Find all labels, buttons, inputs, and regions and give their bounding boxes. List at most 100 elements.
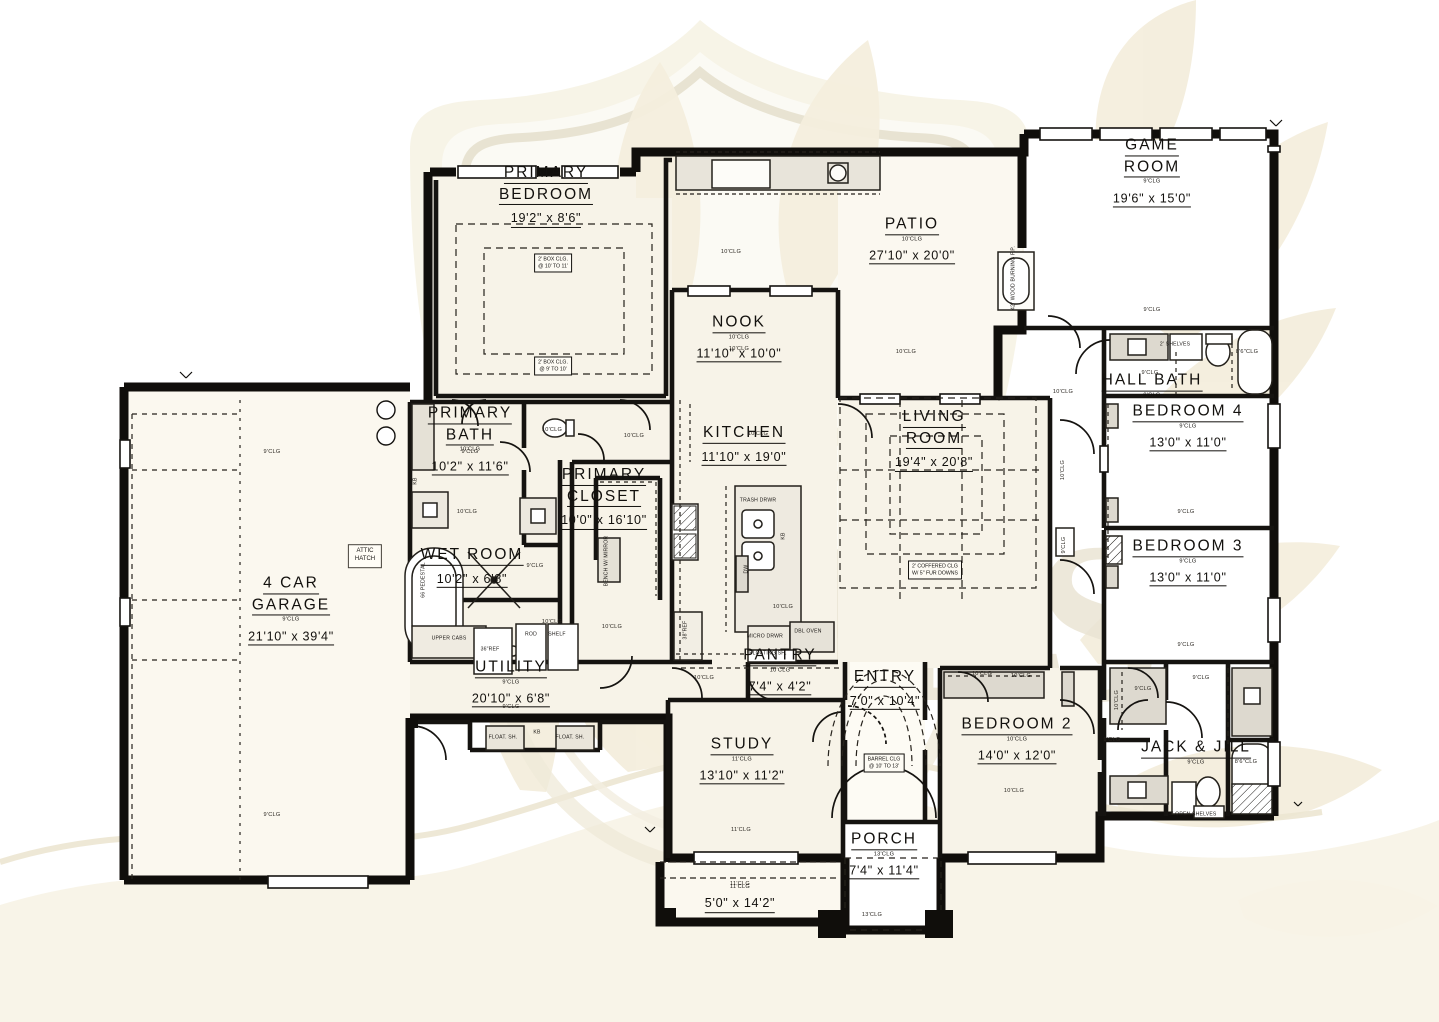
room-ceiling-note: 11'CLG	[729, 884, 751, 891]
room-dimension: 14'0" x 12'0"	[977, 748, 1057, 765]
fixture-label-open-shelves: 24" OPEN SHELVES	[1165, 811, 1217, 818]
callout-line-1: BARREL CLG	[867, 755, 901, 762]
ceiling-note-clg-closet: 10'CLG	[601, 624, 623, 630]
room-name: HALL BATH	[1101, 372, 1203, 392]
room-name: 4 CAR	[263, 575, 319, 595]
fixture-label-micro-drawer: MICRO DRWR	[746, 633, 784, 640]
fixture-label-dishwasher: DW	[743, 564, 750, 574]
ceiling-callout-entry-barrel-clg: BARREL CLG@ 10' TO 13'	[863, 753, 905, 773]
callout-line-2: @ 10' TO 13'	[868, 763, 900, 769]
ceiling-note-clg-utility: 9'CLG	[502, 704, 520, 710]
room-dimension: 7'4" x 4'2"	[748, 679, 812, 696]
room-name-line2: ROOM	[905, 430, 963, 450]
fixture-label-primary-bath-kb: KB	[412, 477, 419, 485]
ceiling-callout-primary-box-clg-upper: 2' BOX CLG.@ 10' TO 11'	[534, 253, 572, 273]
room-name: BEDROOM 2	[961, 716, 1073, 736]
room-ceiling-note: 9'CLG	[1143, 178, 1161, 185]
room-name-line2: BEDROOM	[498, 186, 594, 206]
ceiling-note-clg-nook: 10'CLG	[728, 346, 750, 352]
room-name: STUDY	[710, 736, 774, 756]
room-name: ENTRY	[853, 668, 917, 688]
ceiling-note-clg-patio-left: 10'CLG	[720, 249, 742, 255]
room-dimension: 11'10" x 19'0"	[701, 450, 787, 467]
ceiling-note-clg-game: 9'CLG	[1143, 307, 1161, 313]
callout-line-2: @ 10' TO 11'	[538, 263, 568, 269]
room-dimension: 13'0" x 11'0"	[1149, 570, 1227, 587]
ceiling-note-clg-hall-3: 10'CLG	[693, 675, 715, 681]
room-name: WET ROOM	[420, 546, 524, 566]
room-ceiling-note: 10'CLG	[1006, 736, 1028, 743]
fixture-label-float-shelf-right: FLOAT. SH.	[555, 734, 585, 741]
room-name-line2: ROOM	[1123, 158, 1181, 178]
callout-line-2: W/ 5" FUR DOWNS	[912, 570, 958, 576]
fixture-label-island-kb: KB	[780, 532, 787, 540]
ceiling-note-clg-wetroom: 9'CLG	[526, 563, 544, 569]
ceiling-note-clg-bed2: 10'CLG	[1003, 788, 1025, 794]
fixture-label-float-shelf-left: FLOAT. SH.	[488, 734, 518, 741]
ceiling-note-clg-patio-mid: 10'CLG	[895, 349, 917, 355]
room-ceiling-note: 9'CLG	[502, 679, 520, 686]
room-name-line2: CLOSET	[566, 488, 641, 508]
room-dimension: 13'10" x 11'2"	[699, 768, 785, 785]
fixture-label-utility-kb: KB	[533, 729, 541, 736]
ceiling-note-clg-jj-2: 9'CLG	[1192, 675, 1210, 681]
callout-line-1: 2' BOX CLG.	[538, 255, 568, 262]
room-name: UTILITY	[475, 659, 547, 679]
fixture-label-bench-mirror: BENCH W/ MIRROR	[603, 535, 610, 587]
ceiling-note-clg-bed4: 9'CLG	[1177, 509, 1195, 515]
ceiling-note-clg-primarybath: 10'CLG	[456, 509, 478, 515]
room-ceiling-note: 9'CLG	[1179, 558, 1197, 565]
ceiling-note-clg-kitchen: 10'CLG	[772, 604, 794, 610]
ceiling-note-clg-jj-1: 9'CLG	[1134, 686, 1152, 692]
ceiling-note-clg-bed4-closet: 9'CLG	[1061, 536, 1067, 554]
room-dimension: 19'4" x 20'8"	[894, 456, 974, 473]
room-ceiling-note: 13'CLG	[873, 851, 895, 858]
electrical-symbols	[376, 400, 396, 446]
ceiling-note-clg-bed3: 9'CLG	[1177, 642, 1195, 648]
ceiling-note-clg-study: 11'CLG	[731, 827, 751, 833]
fixture-label-trash-drawer: TRASH DRWR	[739, 497, 777, 504]
room-dimension: 5'0" x 14'2"	[704, 897, 776, 913]
room-dimension: 7'4" x 11'4"	[849, 863, 919, 880]
ceiling-note-clg-hallbath: 9'CLG	[1141, 370, 1159, 376]
room-ceiling-note: 11'CLG	[731, 756, 753, 763]
room-dimension: 27'10" x 20'0"	[869, 248, 955, 265]
room-ceiling-note: 9'CLG	[1143, 392, 1161, 399]
ceiling-note-clg-bed2hall: 10'CLG	[1010, 673, 1032, 679]
interior-walls	[407, 157, 1274, 858]
fixture-label-outdoor-grill: 42" WOOD BURNING F.P.	[1010, 246, 1017, 310]
room-name-line2: BATH	[445, 426, 495, 446]
fixture-label-floating-shelf: FLOATING SH.	[749, 650, 787, 657]
room-dimension: 13'0" x 11'0"	[1149, 435, 1227, 452]
ceiling-note-clg-hall-2: 10'CLG	[747, 431, 769, 437]
callout-line-1: 2' BOX CLG.	[538, 358, 568, 365]
room-dimension: 10'2" x 11'6"	[431, 459, 509, 476]
room-name: PANTRY	[743, 647, 817, 667]
ceiling-note-clg-primary-hall: 10'CLG	[541, 427, 563, 433]
ceiling-note-clg-entryhall: 10'CLG	[971, 671, 993, 677]
room-ceiling-note: 9'CLG	[1187, 759, 1205, 766]
ceiling-note-clg-patio-right: 10'CLG	[1052, 389, 1074, 395]
room-name: PRIMARY	[561, 466, 647, 486]
room-ceiling-note: 9'CLG	[282, 616, 300, 623]
room-name: NOOK	[712, 314, 766, 334]
room-name: BEDROOM 3	[1132, 538, 1244, 558]
ceiling-note-clg-garage: 9'CLG	[263, 449, 281, 455]
ceiling-callout-primary-box-clg-lower: 2' BOX CLG.@ 9' TO 10'	[534, 356, 572, 376]
room-ceiling-note: 10'CLG	[728, 334, 750, 341]
ceiling-note-clg-hall-1: 10'CLG	[623, 433, 645, 439]
